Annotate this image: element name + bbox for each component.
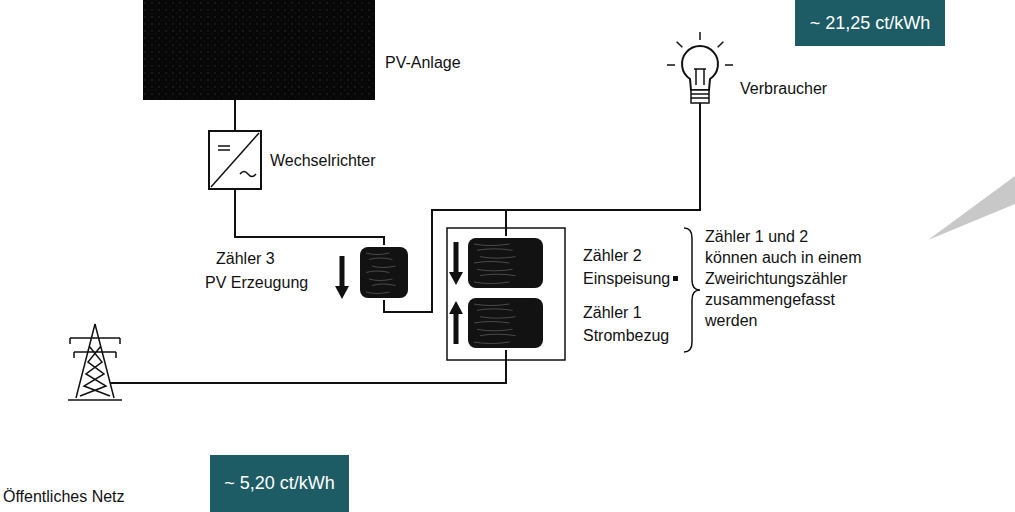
ground-line	[68, 399, 122, 401]
bulb-base	[691, 90, 709, 103]
inverter-outline	[209, 131, 261, 189]
note-holder: Zähler 1 und 2 können auch in einem Zwei…	[705, 226, 865, 331]
node-label: Einspeisung	[583, 268, 670, 289]
text-holder: PV Erzeugung	[205, 272, 308, 293]
node-label: Zähler 1	[583, 302, 642, 323]
pylon-lattice	[70, 324, 120, 398]
pv-panel: PV-Anlage	[143, 0, 375, 100]
meter-body	[360, 247, 408, 298]
dc-symbol	[218, 146, 230, 150]
node-label: Öffentliches Netz	[3, 486, 125, 507]
node-icon	[466, 296, 545, 350]
meter-body	[468, 238, 543, 288]
meter-housing	[447, 228, 565, 360]
meter-icon: Zähler 3PV Erzeugung	[358, 245, 410, 300]
ac-symbol	[240, 172, 256, 177]
node-icon	[208, 130, 262, 190]
panel-surface	[143, 0, 375, 100]
flow-arrow	[449, 301, 463, 344]
pylon-lead	[111, 382, 128, 384]
node-label: Zähler 2	[583, 245, 642, 266]
flow-arrow	[335, 256, 349, 299]
note-text: Zähler 1 und 2 können auch in einem Zwei…	[705, 226, 865, 331]
price-text: ~ 21,25 ct/kWh	[810, 13, 931, 34]
node-label: Zähler 3	[216, 248, 275, 269]
pylon-symbol: Öffentliches Netz	[62, 322, 128, 398]
node-icon	[62, 322, 128, 398]
price-tag: ~ 5,20 ct/kWh	[210, 455, 349, 512]
node-icon	[672, 35, 728, 130]
node-label: Wechselrichter	[270, 150, 376, 171]
text-holder: Zähler 2	[583, 245, 642, 266]
inverter-diagonal	[211, 133, 259, 187]
callout-wedge	[928, 176, 1015, 240]
bullet-mark	[673, 276, 678, 281]
meter-body	[468, 298, 543, 348]
text-holder: Einspeisung	[583, 268, 670, 289]
inverter-box: Wechselrichter	[208, 130, 262, 190]
node-label: Strombezug	[583, 325, 669, 346]
node-icon	[466, 236, 545, 290]
meter-texture	[474, 304, 516, 344]
bulb-filament	[694, 69, 706, 85]
meter-icon: Zähler 1Strombezug	[466, 296, 545, 350]
bulb-lead	[699, 103, 701, 130]
text-holder: Zähler 1	[583, 302, 642, 323]
flow-arrow	[449, 242, 463, 285]
text-holder: Strombezug	[583, 325, 669, 346]
text-holder: PV-Anlage	[385, 52, 461, 73]
node-label: PV Erzeugung	[205, 272, 308, 293]
wire-connector	[384, 130, 700, 312]
wire-connector	[506, 130, 700, 236]
meter-icon: Zähler 2Einspeisung	[466, 236, 545, 290]
node-label: PV-Anlage	[385, 52, 461, 73]
price-tag: ~ 21,25 ct/kWh	[795, 0, 945, 46]
text-holder: Öffentliches Netz	[3, 486, 125, 507]
node-label: Verbraucher	[740, 78, 827, 99]
curly-bracket	[684, 228, 700, 352]
wire-connector	[128, 350, 506, 383]
bulb-symbol: Verbraucher	[672, 35, 728, 130]
wire-connector	[234, 100, 236, 130]
text-holder: Wechselrichter	[270, 150, 376, 171]
meter-texture	[366, 253, 395, 294]
text-holder: Verbraucher	[740, 78, 827, 99]
meter-texture	[474, 244, 516, 284]
price-text: ~ 5,20 ct/kWh	[224, 473, 335, 494]
bulb-glass	[682, 46, 718, 90]
node-icon	[143, 0, 375, 100]
node-icon	[358, 245, 410, 300]
wire-connector	[235, 190, 384, 245]
text-holder: Zähler 3	[216, 248, 275, 269]
